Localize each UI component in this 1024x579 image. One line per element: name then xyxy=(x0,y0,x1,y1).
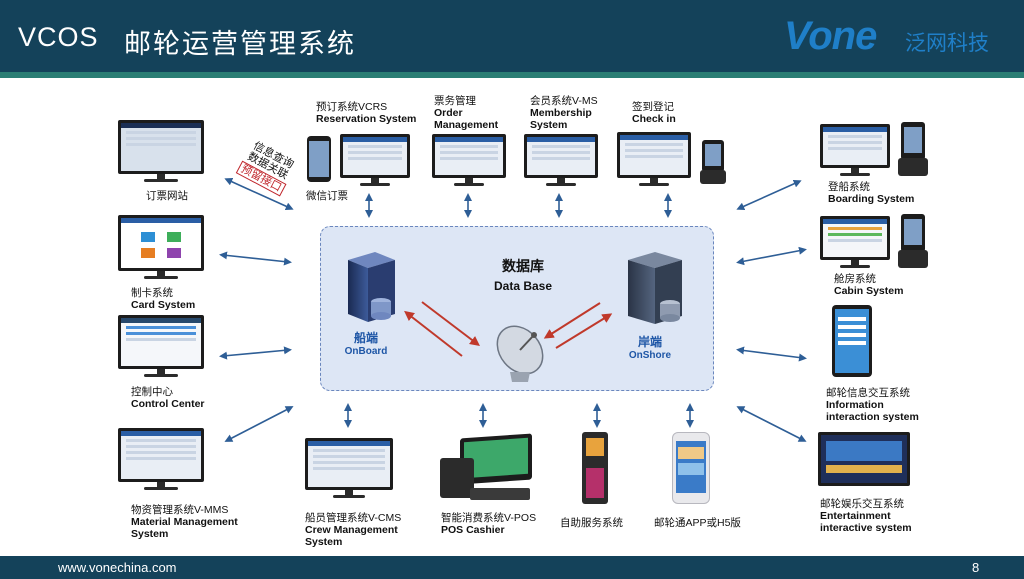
crew-label: 船员管理系统V-CMS Crew Management System xyxy=(305,512,401,548)
header-stripe xyxy=(0,72,1024,78)
onboard-server-icon xyxy=(348,252,395,322)
membership-cn: 会员系统V-MS xyxy=(530,95,598,107)
database-title: 数据库 Data Base xyxy=(478,256,568,293)
onshore-cn: 岸端 xyxy=(637,335,662,349)
material-monitor-icon xyxy=(118,428,204,492)
page-number: 8 xyxy=(972,560,980,575)
crew-cn: 船员管理系统V-CMS xyxy=(305,512,402,524)
sync-arrows xyxy=(404,301,613,357)
kiosk-cn: 自助服务系统 xyxy=(560,517,623,529)
crew-monitor-icon xyxy=(305,438,393,500)
website-cn: 订票网站 xyxy=(146,190,188,202)
connector-arrows xyxy=(219,178,807,442)
card-monitor-icon xyxy=(118,215,204,281)
onshore-label: 岸端 OnShore xyxy=(620,333,680,361)
wechat-cn: 微信订票 xyxy=(306,190,348,202)
membership-monitor-icon xyxy=(524,134,598,188)
boarding-en: Boarding System xyxy=(828,193,915,205)
entertainment-cn: 邮轮娱乐交互系统 xyxy=(820,498,904,510)
onboard-en: OnBoard xyxy=(344,346,388,357)
boarding-monitor-icon xyxy=(820,124,890,178)
wechat-label: 微信订票 xyxy=(306,190,348,202)
pos-cn: 智能消费系统V-POS xyxy=(441,512,537,524)
control-en: Control Center xyxy=(131,398,205,410)
info-cn: 邮轮信息交互系统 xyxy=(826,387,910,399)
material-en1: Material Management xyxy=(131,516,238,528)
control-label: 控制中心 Control Center xyxy=(131,386,205,410)
crew-en2: System xyxy=(305,536,343,548)
cabin-terminal-icon xyxy=(898,214,928,268)
reservation-cn: 预订系统VCRS xyxy=(316,101,388,113)
reservation-en: Reservation System xyxy=(316,113,417,125)
pos-en: POS Cashier xyxy=(441,524,505,536)
onboard-cn: 船端 xyxy=(353,331,378,345)
database-en: Data Base xyxy=(493,279,553,293)
order-en2: Management xyxy=(434,119,499,131)
reservation-label: 预订系统VCRS Reservation System xyxy=(316,101,416,125)
boarding-terminal-icon xyxy=(898,122,928,176)
cabin-label: 舱房系统 Cabin System xyxy=(834,273,903,297)
entertainment-en2: interactive system xyxy=(820,522,912,534)
onboard-label: 船端 OnBoard xyxy=(336,329,396,357)
reservation-monitor-icon xyxy=(340,134,410,188)
card-label: 制卡系统 Card System xyxy=(131,287,195,311)
website-label: 订票网站 xyxy=(146,190,188,202)
checkin-label: 签到登记 Check in xyxy=(632,101,676,125)
info-en2: interaction system xyxy=(826,411,919,423)
entertainment-monitor-icon xyxy=(818,432,910,492)
card-en: Card System xyxy=(131,299,196,311)
kiosk-icon xyxy=(582,432,608,504)
entertainment-en1: Entertainment xyxy=(820,510,891,522)
cabin-cn: 舱房系统 xyxy=(834,273,876,285)
membership-en2: System xyxy=(530,119,568,131)
control-cn: 控制中心 xyxy=(131,386,173,398)
app-label: 邮轮通APP或H5版 xyxy=(654,517,741,529)
footer-url: www.vonechina.com xyxy=(58,560,177,575)
order-cn: 票务管理 xyxy=(434,95,476,107)
boarding-label: 登船系统 Boarding System xyxy=(828,181,914,205)
footer-bar: www.vonechina.com 8 xyxy=(0,556,1024,579)
info-en1: Information xyxy=(826,399,884,411)
cabin-monitor-icon xyxy=(820,216,890,270)
website-monitor-icon xyxy=(118,120,204,184)
checkin-terminal-icon xyxy=(700,140,726,184)
control-monitor-icon xyxy=(118,315,204,379)
order-label: 票务管理 Order Management xyxy=(434,95,498,131)
pos-terminal-icon xyxy=(440,433,536,502)
material-en2: System xyxy=(131,528,169,540)
entertainment-label: 邮轮娱乐交互系统 Entertainment interactive syste… xyxy=(820,498,912,534)
checkin-monitor-icon xyxy=(617,132,691,188)
app-phone-icon xyxy=(672,432,710,504)
company-name: 泛网科技 xyxy=(905,32,989,55)
wechat-phone-icon xyxy=(307,136,331,182)
material-label: 物资管理系统V-MMS Material Management System xyxy=(131,504,238,540)
material-cn: 物资管理系统V-MMS xyxy=(131,504,229,516)
checkin-cn: 签到登记 xyxy=(632,101,674,113)
boarding-cn: 登船系统 xyxy=(828,181,870,193)
info-label: 邮轮信息交互系统 Information interaction system xyxy=(826,387,919,423)
database-cn: 数据库 xyxy=(502,258,544,274)
header-bar: VCOS 邮轮运营管理系统 Vone 泛网科技 xyxy=(0,0,1024,78)
onshore-server-icon xyxy=(628,252,682,324)
pos-label: 智能消费系统V-POS POS Cashier xyxy=(441,512,536,536)
checkin-en: Check in xyxy=(632,113,676,125)
kiosk-label: 自助服务系统 xyxy=(560,517,623,529)
info-tablet-icon xyxy=(832,305,872,377)
vone-logo: Vone xyxy=(784,14,877,58)
cabin-en: Cabin System xyxy=(834,285,904,297)
satellite-dish-icon xyxy=(496,325,544,382)
order-en1: Order xyxy=(434,107,463,119)
onshore-en: OnShore xyxy=(628,350,672,361)
app-cn: 邮轮通APP或H5版 xyxy=(654,517,741,529)
card-cn: 制卡系统 xyxy=(131,287,173,299)
membership-en1: Membership xyxy=(530,107,592,119)
title-cn: 邮轮运营管理系统 xyxy=(124,29,356,59)
membership-label: 会员系统V-MS Membership System xyxy=(530,95,598,131)
order-monitor-icon xyxy=(432,134,506,188)
title-en: VCOS xyxy=(18,22,99,52)
crew-en1: Crew Management xyxy=(305,524,398,536)
